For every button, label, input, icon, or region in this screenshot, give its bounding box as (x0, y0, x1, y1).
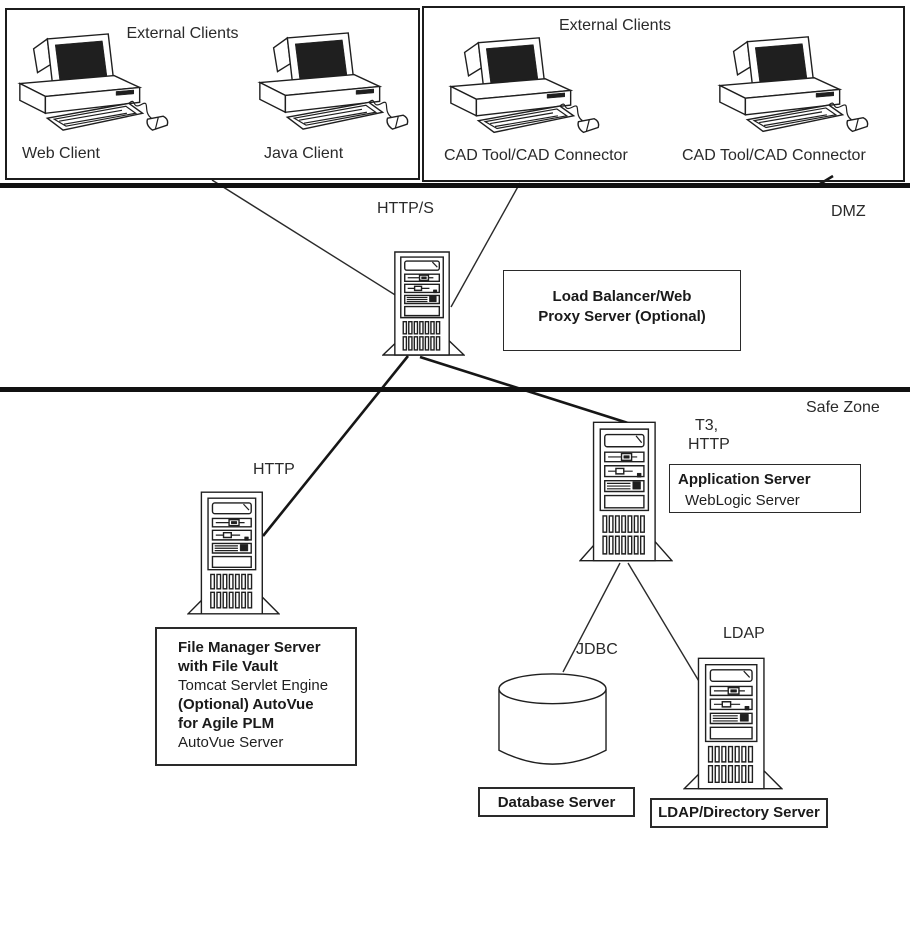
group-title: External Clients (126, 25, 239, 42)
database-server-box: Database Server (478, 787, 635, 817)
load-balancer-label-line1: Load Balancer/Web (552, 288, 692, 305)
file-manager-line1: File Manager Server (178, 639, 321, 656)
group-title: External Clients (558, 17, 672, 34)
application-server-title: Application Server (678, 471, 811, 488)
ldap-directory-server-label: LDAP/Directory Server (658, 804, 820, 821)
protocol-label-ldap: LDAP (723, 625, 765, 642)
protocol-label-jdbc: JDBC (576, 641, 618, 658)
application-server-subtitle: WebLogic Server (685, 492, 800, 509)
zone-label-safe: Safe Zone (806, 399, 880, 416)
protocol-label-t3-line1: T3, (695, 417, 719, 434)
line-appserver-to-database (562, 562, 621, 673)
application-server-icon (579, 421, 673, 562)
file-manager-line4: (Optional) AutoVue (178, 696, 314, 713)
line-cadclients-to-loadbalancer (450, 182, 521, 308)
client-label-cad-1: CAD Tool/CAD Connector (444, 147, 628, 164)
protocol-label-https: HTTP/S (377, 200, 434, 217)
database-cylinder-icon (498, 673, 607, 765)
application-server-box: Application Server WebLogic Server (669, 464, 861, 513)
line-webclients-to-loadbalancer (211, 179, 401, 299)
load-balancer-label-line2: Proxy Server (Optional) (538, 308, 706, 325)
client-label-cad-2: CAD Tool/CAD Connector (682, 147, 866, 164)
file-manager-line3: Tomcat Servlet Engine (178, 677, 329, 694)
external-clients-box-left (5, 8, 420, 180)
zone-label-dmz: DMZ (831, 203, 866, 220)
client-label-web: Web Client (22, 145, 100, 162)
file-manager-line2: with File Vault (178, 658, 279, 675)
ldap-directory-server-box: LDAP/Directory Server (650, 798, 828, 828)
line-appserver-to-ldap (627, 562, 704, 689)
load-balancer-box: Load Balancer/Web Proxy Server (Optional… (503, 270, 741, 351)
ldap-server-icon (683, 657, 783, 790)
database-server-label: Database Server (497, 794, 616, 811)
file-manager-server-icon (187, 491, 280, 615)
load-balancer-server-icon (382, 251, 465, 356)
protocol-label-t3-line2: HTTP (688, 436, 730, 453)
external-clients-box-right (422, 6, 905, 182)
file-manager-line6: AutoVue Server (178, 734, 284, 751)
file-manager-box: File Manager Server with File Vault Tomc… (155, 627, 357, 766)
file-manager-line5: for Agile PLM (178, 715, 275, 732)
protocol-label-http: HTTP (253, 461, 295, 478)
client-label-java: Java Client (264, 145, 344, 162)
line-loadbalancer-to-filemanager (261, 355, 410, 537)
